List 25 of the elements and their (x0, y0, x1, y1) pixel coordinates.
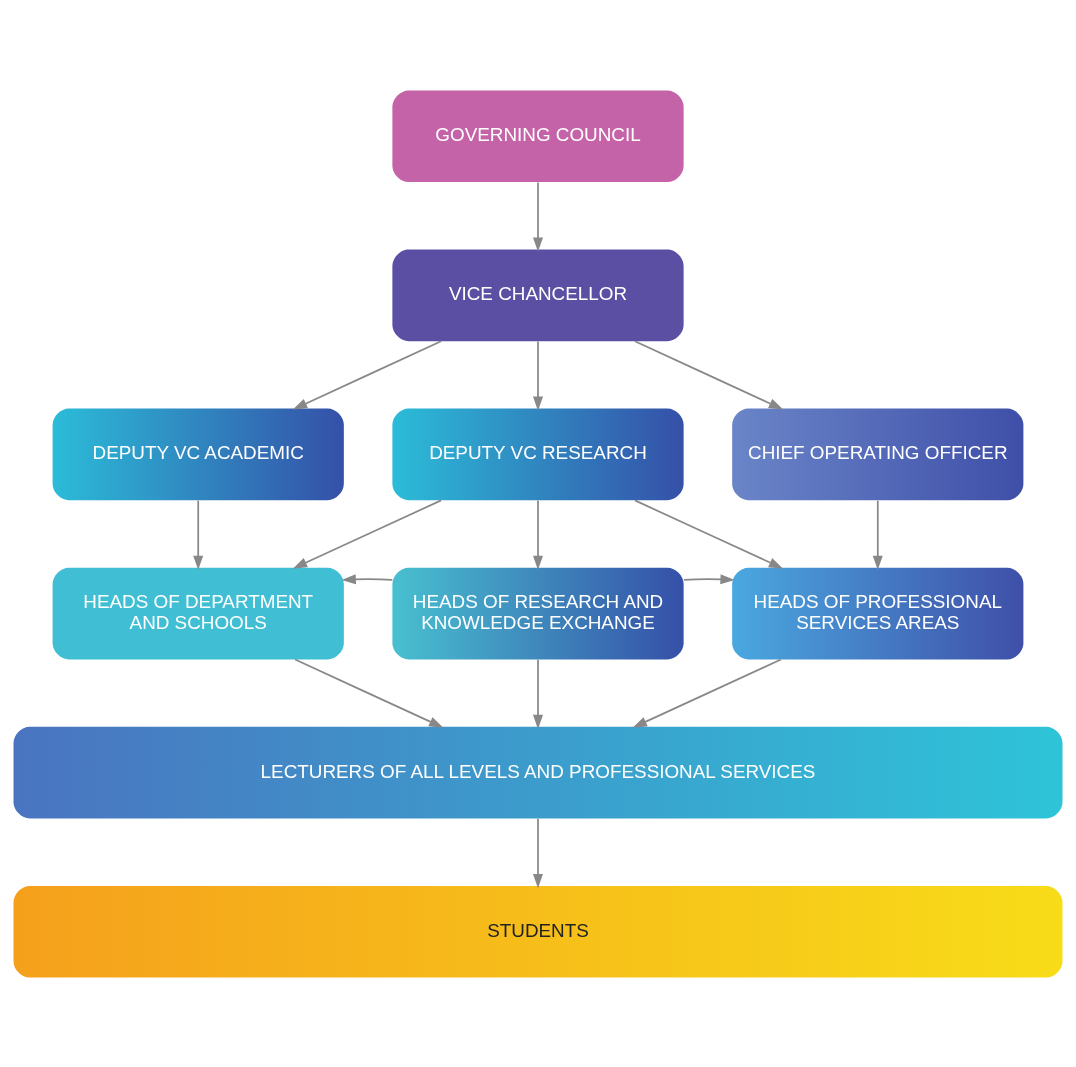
node-box: VICE CHANCELLOR (392, 249, 684, 341)
arrow (193, 499, 204, 570)
arrow (292, 339, 442, 410)
node-box: DEPUTY VC ACADEMIC (52, 408, 344, 500)
arrow (341, 573, 394, 584)
node-box: CHIEF OPERATING OFFICER (732, 408, 1024, 500)
node-box: HEADS OF DEPARTMENT AND SCHOOLS (52, 567, 344, 659)
arrow (533, 181, 543, 252)
arrow (292, 499, 442, 569)
arrow (533, 817, 543, 888)
arrow (533, 340, 543, 411)
arrow (632, 658, 782, 728)
arrow (294, 658, 444, 728)
node-box: HEADS OF RESEARCH AND KNOWLEDGE EXCHANGE (392, 567, 684, 659)
arrow (533, 658, 543, 729)
node-box: LECTURERS OF ALL LEVELS AND PROFESSIONAL SERVICES (13, 726, 1063, 818)
arrow (533, 499, 543, 570)
arrow (634, 339, 784, 410)
arrow (872, 499, 883, 570)
node-box: DEPUTY VC RESEARCH (392, 408, 684, 500)
node-box: STUDENTS (13, 885, 1063, 978)
arrow (683, 573, 735, 584)
node-box: GOVERNING COUNCIL (392, 89, 684, 182)
arrow (634, 499, 784, 569)
node-box: HEADS OF PROFESSIONAL SERVICES AREAS (732, 567, 1024, 659)
